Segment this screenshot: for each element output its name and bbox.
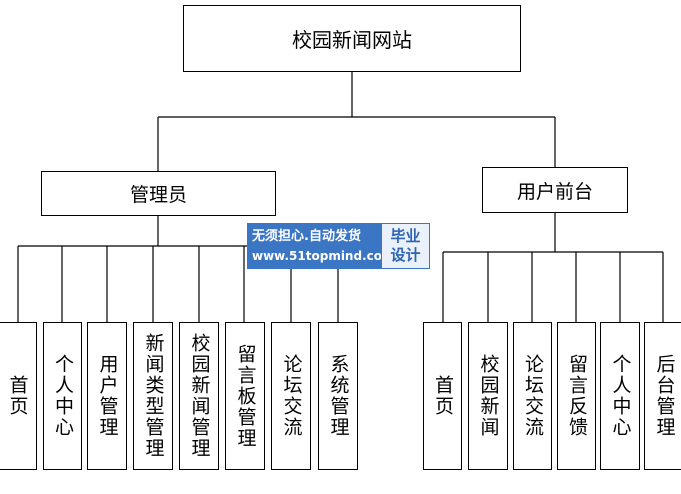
front-child-node: 后台管理	[644, 322, 681, 470]
admin-child-node: 校园新闻管理	[179, 322, 219, 470]
front-child-node: 首页	[423, 322, 462, 470]
root-node-label: 校园新闻网站	[292, 28, 412, 52]
front-child-node: 个人中心	[600, 322, 640, 470]
admin-child-label: 留言板管理	[234, 343, 257, 449]
front-child-label: 论坛交流	[521, 354, 544, 438]
admin-child-label: 论坛交流	[280, 354, 303, 438]
watermark-line1: 无须担心.自动发货	[252, 229, 361, 244]
watermark-badge-line2: 设计	[390, 246, 421, 264]
admin-child-node: 个人中心	[43, 322, 82, 470]
watermark-text-block: 无须担心.自动发货 www.51topmind.com	[247, 223, 395, 269]
admin-child-label: 首页	[6, 375, 29, 417]
front-child-node: 校园新闻	[468, 322, 508, 470]
admin-child-node: 用户管理	[87, 322, 127, 470]
admin-node: 管理员	[41, 171, 276, 216]
admin-child-label: 系统管理	[327, 354, 350, 438]
watermark-line2: www.51topmind.com	[252, 249, 395, 263]
admin-child-node: 论坛交流	[271, 322, 311, 470]
watermark-badge-line1: 毕业	[390, 227, 421, 245]
front-child-label: 校园新闻	[477, 354, 500, 438]
admin-child-label: 新闻类型管理	[142, 333, 165, 459]
front-node-label: 用户前台	[516, 180, 593, 203]
admin-child-node: 留言板管理	[225, 322, 265, 470]
front-child-node: 论坛交流	[513, 322, 552, 470]
front-child-node: 留言反馈	[557, 322, 596, 470]
admin-child-node: 系统管理	[318, 322, 358, 470]
front-child-label: 后台管理	[653, 354, 676, 438]
admin-child-label: 校园新闻管理	[188, 333, 211, 459]
admin-child-label: 个人中心	[51, 354, 74, 438]
admin-node-label: 管理员	[129, 184, 187, 206]
root-node: 校园新闻网站	[183, 5, 521, 72]
admin-child-node: 新闻类型管理	[133, 322, 173, 470]
front-child-label: 个人中心	[609, 354, 632, 438]
watermark-badge: 毕业 设计	[381, 223, 430, 269]
admin-child-label: 用户管理	[96, 354, 119, 438]
watermark-banner: 无须担心.自动发货 www.51topmind.com 毕业 设计	[247, 223, 430, 269]
admin-child-node: 首页	[0, 322, 37, 470]
front-child-label: 首页	[431, 375, 454, 417]
front-child-label: 留言反馈	[565, 354, 588, 438]
front-node: 用户前台	[482, 167, 628, 213]
